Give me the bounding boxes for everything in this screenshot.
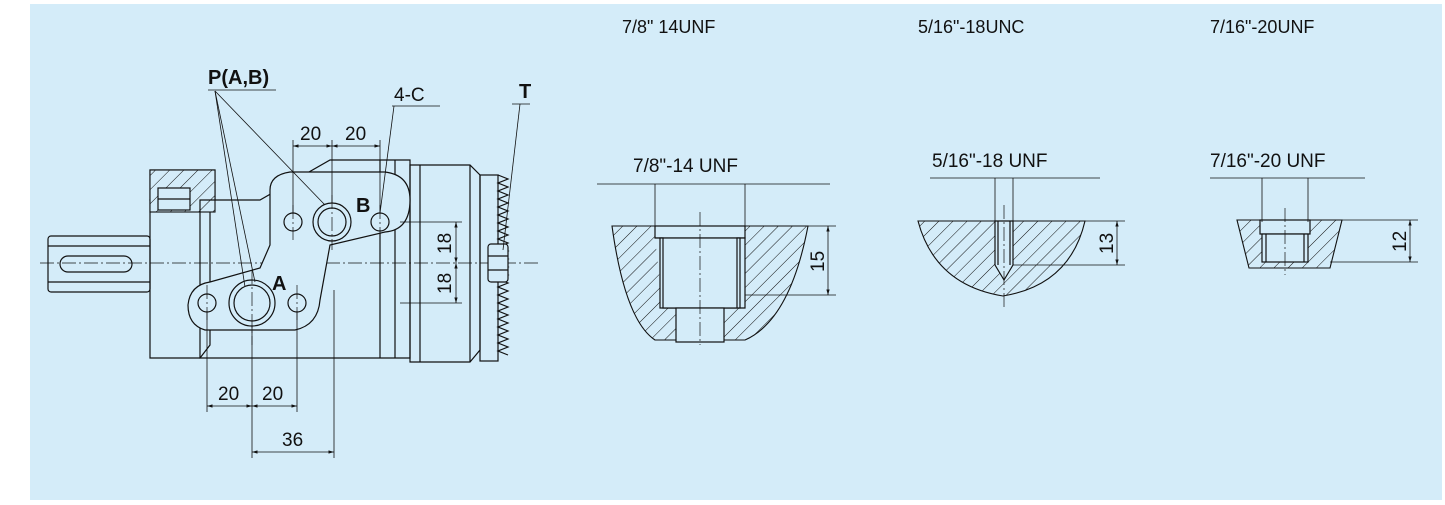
section-3-depth: 12: [1390, 231, 1411, 252]
motor-drawing: P(A,B) 4-C T A B 20 20: [40, 67, 540, 458]
section-716unf: 7/16"-20 UNF 12: [1210, 151, 1418, 275]
dim-bottom-right: 20: [262, 384, 283, 405]
top-label-78unf: 7/8" 14UNF: [622, 17, 715, 37]
dim-vert-upper: 18: [435, 233, 456, 254]
port-p-label: P(A,B): [208, 67, 269, 89]
mounting-flange: [149, 169, 216, 359]
dim-vert-lower: 18: [435, 273, 456, 294]
top-label-716unf: 7/16"-20UNF: [1210, 17, 1314, 37]
section-1-depth: 15: [808, 251, 829, 272]
section-3-thread: 7/16"-20 UNF: [1210, 151, 1326, 172]
port-b-label: B: [356, 195, 370, 217]
section-1-thread: 7/8"-14 UNF: [633, 156, 738, 177]
section-78unf: 7/8"-14 UNF 15: [597, 156, 836, 345]
section-516unf: 5/16"-18 UNF 13: [917, 151, 1125, 310]
dim-top-left: 20: [300, 124, 321, 145]
port-t-label: T: [519, 81, 531, 103]
holes-label: 4-C: [394, 85, 425, 106]
gear-teeth: [487, 174, 510, 356]
section-2-depth: 13: [1097, 233, 1118, 254]
top-label-516unc: 5/16"-18UNC: [918, 17, 1024, 37]
dim-bottom-total: 36: [282, 430, 303, 451]
output-shaft: [47, 235, 151, 293]
dim-bottom-left: 20: [218, 384, 239, 405]
port-a-label: A: [272, 273, 286, 295]
port-plate: [187, 171, 411, 345]
section-2-thread: 5/16"-18 UNF: [932, 151, 1048, 172]
dim-top-right: 20: [345, 124, 366, 145]
